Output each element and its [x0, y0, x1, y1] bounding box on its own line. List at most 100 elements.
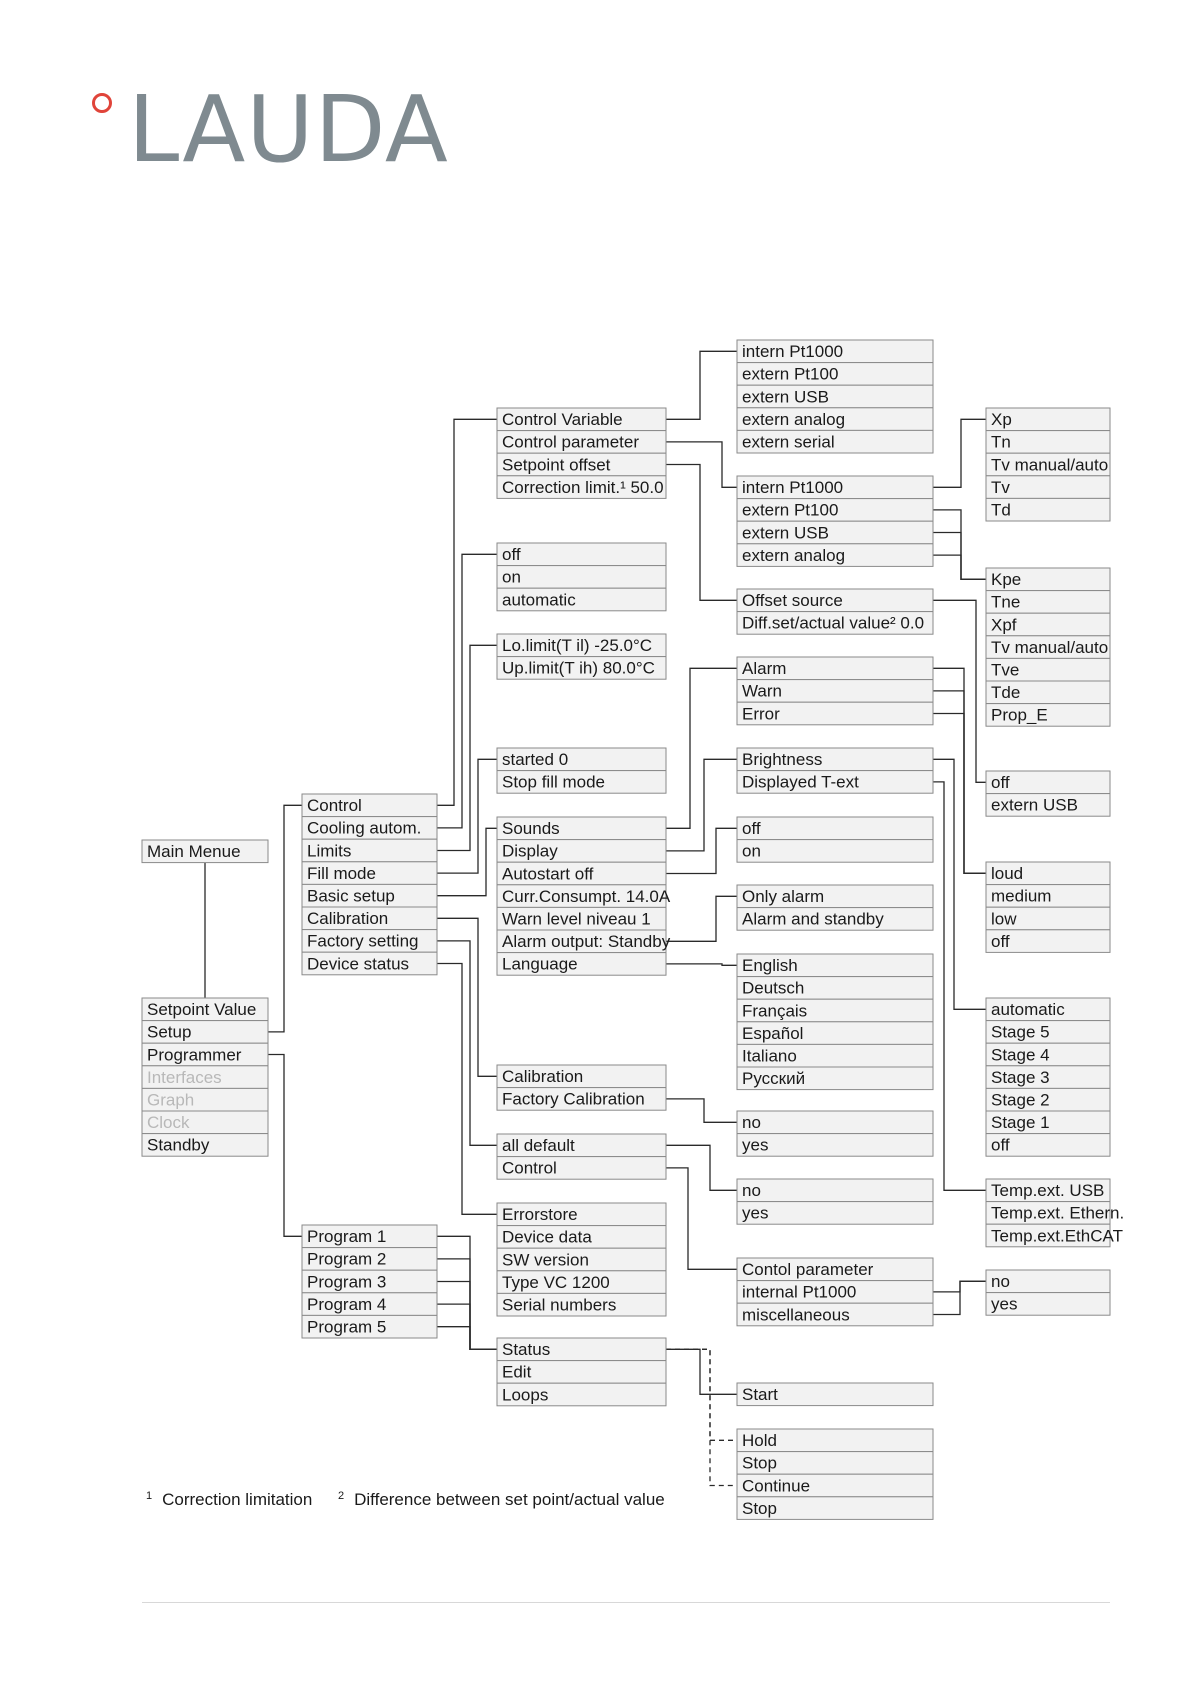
menu-row-pid2-1[interactable]: Tne: [991, 593, 1020, 612]
menu-row-setup-4[interactable]: Basic setup: [307, 887, 395, 906]
menu-row-programs-1[interactable]: Program 2: [307, 1250, 386, 1269]
menu-row-alarmout-0[interactable]: Only alarm: [742, 887, 824, 906]
menu-row-control-2[interactable]: Setpoint offset: [502, 455, 611, 474]
menu-row-hold-3[interactable]: Stop: [742, 1499, 777, 1518]
menu-row-sounds-0[interactable]: Alarm: [742, 659, 786, 678]
menu-row-calib-0[interactable]: Calibration: [502, 1067, 583, 1086]
menu-row-basic-6[interactable]: Language: [502, 955, 578, 974]
menu-row-brightness-3[interactable]: Stage 3: [991, 1068, 1050, 1087]
menu-row-pid1-1[interactable]: Tn: [991, 433, 1011, 452]
menu-row-language-5[interactable]: Русский: [742, 1069, 805, 1088]
menu-row-factory-0[interactable]: all default: [502, 1136, 575, 1155]
menu-row-top-3[interactable]: Interfaces: [147, 1068, 222, 1087]
menu-row-cp_opts-2[interactable]: extern USB: [742, 523, 829, 542]
menu-row-brightness-1[interactable]: Stage 5: [991, 1023, 1050, 1042]
menu-row-brightness-2[interactable]: Stage 4: [991, 1045, 1050, 1064]
menu-row-hold-2[interactable]: Continue: [742, 1476, 810, 1495]
menu-row-progmenu-1[interactable]: Edit: [502, 1363, 532, 1382]
menu-row-programs-3[interactable]: Program 4: [307, 1295, 386, 1314]
menu-row-hold-1[interactable]: Stop: [742, 1454, 777, 1473]
menu-row-fill-1[interactable]: Stop fill mode: [502, 773, 605, 792]
menu-row-offsrc_opts-1[interactable]: extern USB: [991, 796, 1078, 815]
menu-row-language-4[interactable]: Italiano: [742, 1047, 797, 1066]
menu-row-volume-3[interactable]: off: [991, 932, 1010, 951]
menu-row-pid2-2[interactable]: Xpf: [991, 615, 1017, 634]
menu-row-pid1-3[interactable]: Tv: [991, 478, 1010, 497]
menu-row-setup-7[interactable]: Device status: [307, 954, 409, 973]
menu-row-factcal_opts-1[interactable]: yes: [742, 1136, 768, 1155]
menu-row-offset-1[interactable]: Diff.set/actual value² 0.0: [742, 614, 924, 633]
menu-row-devstatus-0[interactable]: Errorstore: [502, 1205, 578, 1224]
menu-row-display-0[interactable]: Brightness: [742, 750, 822, 769]
menu-row-sounds-2[interactable]: Error: [742, 704, 780, 723]
menu-row-basic-3[interactable]: Curr.Consumpt. 14.0A: [502, 887, 671, 906]
menu-row-err_opts-0[interactable]: no: [991, 1272, 1010, 1291]
menu-row-top-0[interactable]: Setpoint Value: [147, 1000, 256, 1019]
menu-row-control-3[interactable]: Correction limit.¹ 50.0: [502, 478, 664, 497]
menu-row-top-2[interactable]: Programmer: [147, 1045, 242, 1064]
menu-row-top-6[interactable]: Standby: [147, 1136, 210, 1155]
menu-row-basic-5[interactable]: Alarm output: Standby: [502, 932, 671, 951]
menu-row-pid1-2[interactable]: Tv manual/auto: [991, 455, 1108, 474]
menu-row-progmenu-2[interactable]: Loops: [502, 1385, 548, 1404]
menu-row-pid2-3[interactable]: Tv manual/auto: [991, 638, 1108, 657]
menu-row-devstatus-2[interactable]: SW version: [502, 1250, 589, 1269]
menu-row-autostart-0[interactable]: off: [742, 819, 761, 838]
menu-row-programs-0[interactable]: Program 1: [307, 1227, 386, 1246]
menu-row-programs-4[interactable]: Program 5: [307, 1318, 386, 1337]
menu-row-progmenu-0[interactable]: Status: [502, 1340, 550, 1359]
menu-row-cp_opts-3[interactable]: extern analog: [742, 546, 845, 565]
menu-row-calib-1[interactable]: Factory Calibration: [502, 1090, 645, 1109]
menu-row-control-1[interactable]: Control parameter: [502, 433, 639, 452]
menu-row-factcal_opts-0[interactable]: no: [742, 1113, 761, 1132]
menu-row-limits-0[interactable]: Lo.limit(T il) -25.0°C: [502, 636, 652, 655]
menu-row-cv_opts-2[interactable]: extern USB: [742, 387, 829, 406]
menu-row-setup-1[interactable]: Cooling autom.: [307, 819, 421, 838]
menu-row-autostart-1[interactable]: on: [742, 842, 761, 861]
menu-row-volume-2[interactable]: low: [991, 909, 1017, 928]
menu-row-main-0[interactable]: Main Menue: [147, 842, 241, 861]
menu-row-devstatus-1[interactable]: Device data: [502, 1228, 592, 1247]
menu-row-devstatus-4[interactable]: Serial numbers: [502, 1296, 616, 1315]
menu-row-fill-0[interactable]: started 0: [502, 750, 568, 769]
menu-row-setup-5[interactable]: Calibration: [307, 909, 388, 928]
menu-row-offsrc_opts-0[interactable]: off: [991, 773, 1010, 792]
menu-row-devstatus-3[interactable]: Type VC 1200: [502, 1273, 610, 1292]
menu-row-start-0[interactable]: Start: [742, 1385, 778, 1404]
menu-row-err_opts-1[interactable]: yes: [991, 1295, 1017, 1314]
menu-row-sounds-1[interactable]: Warn: [742, 682, 782, 701]
menu-row-default_opts-0[interactable]: no: [742, 1181, 761, 1200]
menu-row-cooling-0[interactable]: off: [502, 545, 521, 564]
menu-row-errorstore-1[interactable]: internal Pt1000: [742, 1283, 856, 1302]
menu-row-errorstore-2[interactable]: miscellaneous: [742, 1305, 850, 1324]
menu-row-volume-0[interactable]: loud: [991, 864, 1023, 883]
menu-row-volume-1[interactable]: medium: [991, 887, 1051, 906]
menu-row-top-1[interactable]: Setup: [147, 1023, 191, 1042]
menu-row-brightness-6[interactable]: off: [991, 1136, 1010, 1155]
menu-row-cv_opts-1[interactable]: extern Pt100: [742, 365, 838, 384]
menu-row-language-0[interactable]: English: [742, 956, 798, 975]
menu-row-setup-3[interactable]: Fill mode: [307, 864, 376, 883]
menu-row-pid2-6[interactable]: Prop_E: [991, 706, 1048, 725]
menu-row-language-1[interactable]: Deutsch: [742, 979, 804, 998]
menu-row-pid1-0[interactable]: Xp: [991, 410, 1012, 429]
menu-row-brightness-5[interactable]: Stage 1: [991, 1113, 1050, 1132]
menu-row-errorstore-0[interactable]: Contol parameter: [742, 1260, 874, 1279]
menu-row-text_opts-0[interactable]: Temp.ext. USB: [991, 1181, 1104, 1200]
menu-row-text_opts-2[interactable]: Temp.ext.EthCAT: [991, 1226, 1123, 1245]
menu-row-factory-1[interactable]: Control: [502, 1159, 557, 1178]
menu-row-language-3[interactable]: Español: [742, 1024, 803, 1043]
menu-row-hold-0[interactable]: Hold: [742, 1431, 777, 1450]
menu-row-cooling-2[interactable]: automatic: [502, 590, 576, 609]
menu-row-top-4[interactable]: Graph: [147, 1091, 194, 1110]
menu-row-pid1-4[interactable]: Td: [991, 501, 1011, 520]
menu-row-cooling-1[interactable]: on: [502, 568, 521, 587]
menu-row-brightness-4[interactable]: Stage 2: [991, 1091, 1050, 1110]
menu-row-setup-6[interactable]: Factory setting: [307, 932, 419, 951]
menu-row-pid2-0[interactable]: Kpe: [991, 570, 1021, 589]
menu-row-cp_opts-0[interactable]: intern Pt1000: [742, 478, 843, 497]
menu-row-pid2-5[interactable]: Tde: [991, 683, 1020, 702]
menu-row-text_opts-1[interactable]: Temp.ext. Ethern.: [991, 1204, 1124, 1223]
menu-row-offset-0[interactable]: Offset source: [742, 591, 843, 610]
menu-row-setup-0[interactable]: Control: [307, 796, 362, 815]
